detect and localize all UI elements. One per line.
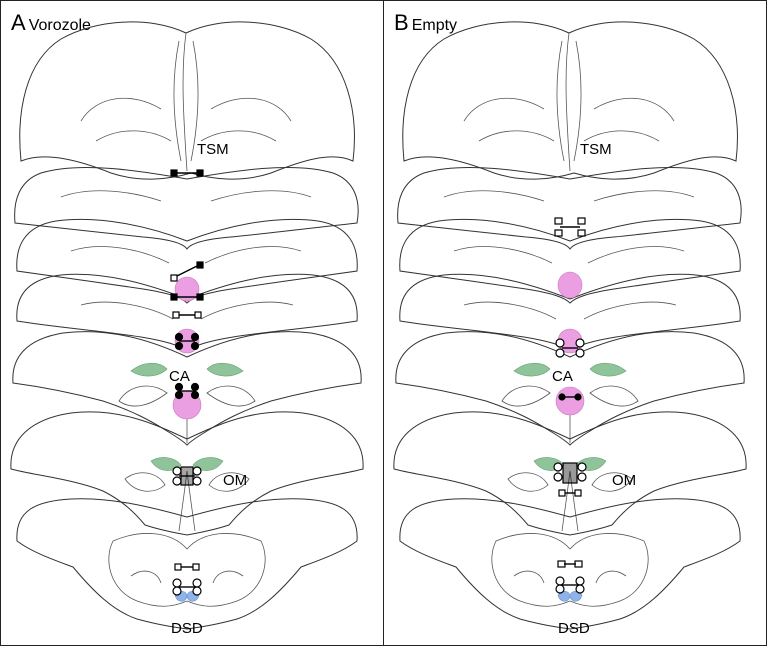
green-region-right-ca	[206, 362, 244, 377]
brain-section-6	[10, 411, 364, 536]
green-region-left-ca	[130, 362, 168, 377]
implant-marker-section-5	[558, 393, 582, 401]
implant-marker-section-7	[172, 563, 202, 596]
panel-b-letter: B	[394, 10, 409, 35]
label-om: OM	[223, 472, 247, 489]
label-ca: CA	[552, 368, 573, 385]
implant-marker-section-7	[555, 560, 585, 594]
pink-region-section-5	[555, 386, 585, 416]
green-region-left-ca	[513, 362, 551, 377]
implant-marker-section-6	[172, 466, 202, 486]
brain-section-1	[19, 21, 355, 180]
brain-section-2	[397, 166, 742, 250]
panel-a-letter: A	[11, 10, 26, 35]
implant-marker-section-5	[174, 382, 200, 400]
green-region-left-om	[150, 457, 182, 471]
brain-section-4	[16, 273, 358, 352]
label-dsd: DSD	[171, 620, 203, 637]
brain-section-2	[14, 166, 359, 250]
green-region-right-om	[192, 457, 224, 471]
panel-divider	[383, 1, 384, 645]
implant-marker-section-4	[172, 311, 202, 351]
brain-section-3	[16, 218, 358, 304]
label-tsm: TSM	[580, 141, 612, 158]
brain-section-7	[399, 498, 741, 630]
brain-section-1	[402, 21, 738, 180]
brain-section-7	[16, 498, 358, 630]
panel-b-atlas: TSM CA OM DSD	[393, 21, 747, 637]
panel-a-atlas: TSM CA OM DSD	[10, 21, 364, 637]
implant-marker-section-3	[170, 261, 204, 301]
label-ca: CA	[169, 368, 190, 385]
brain-section-4	[399, 273, 741, 352]
implant-marker-section-6	[553, 462, 587, 497]
implant-marker-section-4	[555, 338, 585, 358]
label-om: OM	[612, 472, 636, 489]
label-dsd: DSD	[558, 620, 590, 637]
pink-region-section-3	[557, 271, 583, 299]
green-region-right-ca	[589, 362, 627, 377]
implant-marker-tsm	[170, 169, 204, 177]
pink-region-section-3	[174, 276, 200, 302]
brain-section-3	[399, 218, 741, 304]
implant-marker-section-2	[554, 217, 586, 237]
panel-b-title: Empty	[411, 17, 458, 34]
panel-a-title: Vorozole	[28, 17, 91, 34]
brain-section-6	[393, 411, 747, 536]
label-tsm: TSM	[197, 141, 229, 158]
